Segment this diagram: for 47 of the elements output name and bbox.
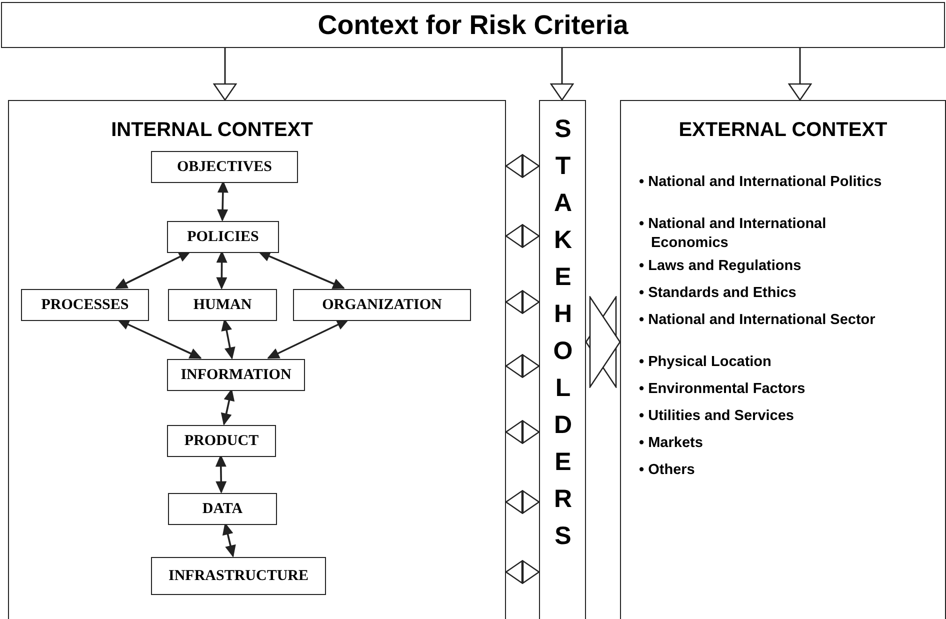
list-item: • Physical Location [639, 353, 772, 372]
block-arrow [550, 48, 574, 101]
block-arrow [788, 48, 812, 101]
block-double-arrow [505, 560, 540, 584]
list-item: • Markets [639, 434, 704, 453]
double-arrow [221, 389, 234, 425]
list-item: • National and International Politics [639, 173, 883, 192]
context-panel [8, 100, 506, 619]
list-item: • National and International Economics [639, 215, 828, 253]
stakeholder-column [539, 100, 586, 619]
list-item: • Utilities and Services [639, 407, 795, 426]
double-arrow [216, 455, 226, 493]
double-arrow [221, 319, 236, 359]
double-arrow [116, 251, 190, 289]
concept-box: INFORMATION [167, 359, 305, 391]
double-arrow [258, 251, 344, 289]
title-banner: Context for Risk Criteria [1, 2, 945, 48]
block-double-arrow [505, 354, 540, 378]
block-double-arrow [505, 290, 540, 314]
list-item: • Others [639, 461, 696, 480]
list-item: • National and International Sector [639, 311, 876, 330]
vertical-label: STAKEHOLDERS [549, 115, 576, 559]
block-double-arrow [505, 154, 540, 178]
double-arrow [222, 523, 236, 557]
block-double-arrow [505, 224, 540, 248]
block-double-arrow [585, 296, 621, 388]
context-panel [620, 100, 946, 619]
double-arrow [268, 319, 348, 359]
concept-box: INFRASTRUCTURE [151, 557, 326, 595]
list-item: • Environmental Factors [639, 380, 806, 399]
concept-box: OBJECTIVES [151, 151, 298, 183]
double-arrow [118, 319, 202, 359]
panel-heading: INTERNAL CONTEXT [110, 119, 314, 142]
concept-box: POLICIES [167, 221, 279, 253]
concept-box: ORGANIZATION [293, 289, 471, 321]
concept-box: PRODUCT [167, 425, 276, 457]
concept-box: HUMAN [168, 289, 277, 321]
list-item: • Standards and Ethics [639, 284, 798, 303]
block-arrow [213, 48, 237, 101]
list-item: • Laws and Regulations [639, 257, 802, 276]
concept-box: PROCESSES [21, 289, 149, 321]
double-arrow [216, 251, 227, 289]
double-arrow [217, 181, 228, 221]
block-double-arrow [505, 490, 540, 514]
panel-heading: EXTERNAL CONTEXT [678, 119, 888, 142]
block-double-arrow [505, 420, 540, 444]
concept-box: DATA [168, 493, 277, 525]
